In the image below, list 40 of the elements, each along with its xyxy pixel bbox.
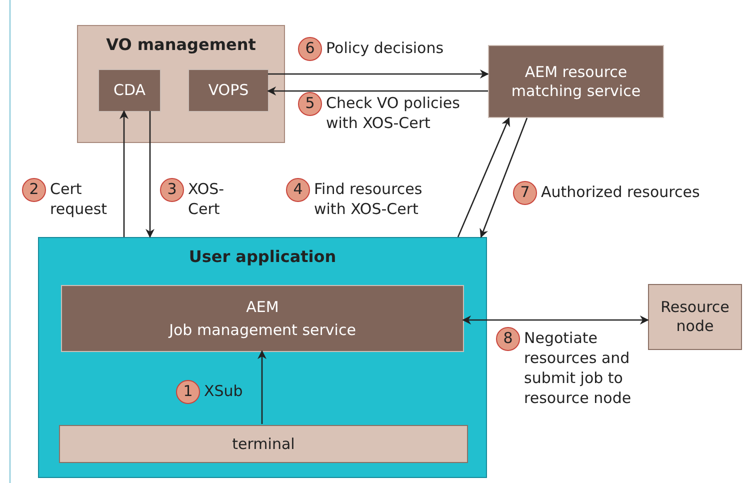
- step-number-badge: 2: [22, 178, 46, 202]
- step-number-badge: 8: [496, 327, 520, 351]
- edge-label: Find resources with XOS-Cert: [314, 179, 424, 219]
- process-box: [648, 284, 742, 350]
- step-number-badge: 7: [513, 181, 537, 205]
- edge-label: Check VO policies with XOS-Cert: [326, 93, 461, 133]
- edge-label: XOS-Cert: [188, 179, 226, 219]
- edge-label: Policy decisions: [326, 38, 444, 58]
- service-box: [98, 69, 161, 112]
- node-label: Resource node: [660, 298, 730, 336]
- arrow: [146, 111, 154, 238]
- panel-heading: VO management: [105, 35, 257, 54]
- arrow: [457, 117, 510, 238]
- node-label: terminal: [232, 434, 295, 454]
- step-number-badge: 6: [298, 37, 322, 61]
- service-box: [188, 69, 269, 112]
- arrow: [462, 316, 649, 324]
- step-number-badge: 5: [298, 92, 322, 116]
- arrow: [480, 118, 528, 238]
- arrow: [268, 70, 489, 78]
- node-label: VOPS: [208, 81, 249, 100]
- service-box: [488, 45, 664, 118]
- process-box: [59, 425, 468, 463]
- node-label: Job management service: [169, 320, 356, 340]
- step-number-badge: 4: [286, 178, 310, 202]
- arrow: [267, 86, 488, 96]
- arrow: [258, 350, 266, 424]
- group-panel: [77, 25, 285, 143]
- edge-label: XSub: [204, 381, 243, 401]
- application-panel: [38, 237, 487, 478]
- edge-label: Negotiate resources and submit job to resource node: [524, 328, 632, 408]
- panel-heading: User application: [188, 247, 338, 266]
- node-label: AEM resource matching service: [510, 62, 642, 100]
- service-box: [61, 285, 464, 352]
- node-label: CDA: [113, 81, 146, 100]
- edge-label: Cert request: [50, 179, 108, 219]
- node-label: AEM: [246, 298, 279, 316]
- edge-label: Authorized resources: [541, 182, 700, 202]
- arrow: [120, 110, 128, 237]
- step-number-badge: 3: [160, 178, 184, 202]
